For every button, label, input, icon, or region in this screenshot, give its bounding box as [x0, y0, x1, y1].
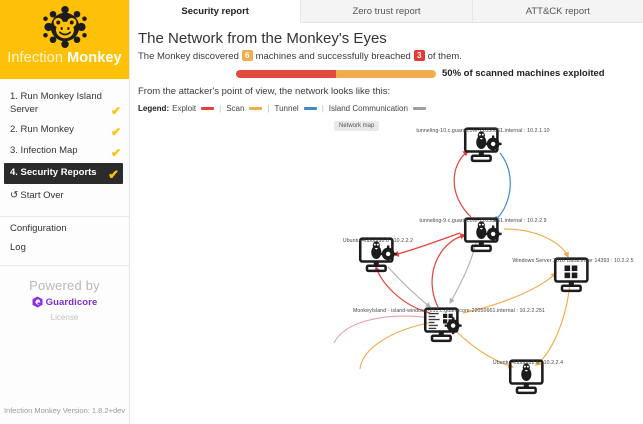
brand-title-light: Infection [7, 50, 63, 66]
sidebar-item-run-island-server[interactable]: 1. Run Monkey Island Server ✔ [0, 87, 129, 120]
sidebar-nav: 1. Run Monkey Island Server ✔ 2. Run Mon… [0, 79, 129, 210]
legend-swatch-scan [249, 107, 263, 110]
node-label: Ubuntu-4ubuntu2.6 : 10.2.2.4 [492, 360, 564, 366]
guardicore-name: Guardicore [45, 296, 98, 308]
edge-exploit [431, 233, 467, 308]
node-label: Ubuntu-4ubuntu0.8 : 10.2.2.2 [342, 238, 414, 244]
edge-tunnel [493, 152, 511, 222]
version-text: Infection Monkey Version: 1.8.2+dev [3, 406, 126, 415]
sidebar-item-label: 2. Run Monkey [10, 124, 74, 135]
brand-title-bold: Monkey [67, 50, 122, 66]
legend-divider: | [321, 104, 324, 113]
powered-by-section: Powered by Guardicore License [0, 265, 129, 322]
legend-label-tunnel: Tunnel [274, 104, 299, 113]
attacker-view-text: From the attacker's point of view, the n… [138, 86, 391, 97]
version-label: Infection Monkey Version: 1.8.2+dev [0, 406, 129, 416]
progress-fill [236, 69, 336, 78]
main-panel: Security report Zero trust report ATT&CK… [130, 0, 643, 424]
tab-attck-report[interactable]: ATT&CK report [472, 0, 643, 22]
brand-title: Infection Monkey [0, 50, 129, 66]
divider [0, 216, 129, 217]
node-label: tunneling-10.c.guardicore-22050661.inter… [416, 128, 550, 134]
node-label: MonkeyIsland - island-windows-251.c.guar… [353, 308, 545, 314]
tab-zero-trust-report[interactable]: Zero trust report [301, 0, 473, 22]
monkey-logo-icon [42, 6, 87, 48]
legend-label-island-communication: Island Communication [328, 104, 408, 113]
powered-by-label: Powered by [29, 278, 100, 293]
network-map[interactable]: Network map [138, 117, 643, 417]
legend-title: Legend: [138, 104, 170, 113]
windows-host-icon [553, 257, 589, 293]
sidebar-item-security-reports[interactable]: 4. Security Reports ✔ [4, 163, 123, 184]
sidebar-item-label: 1. Run Monkey Island Server [10, 91, 102, 115]
exploited-progress: 50% of scanned machines exploited [138, 68, 643, 79]
legend-swatch-tunnel [303, 107, 317, 110]
legend-divider: | [267, 104, 270, 113]
tab-security-report[interactable]: Security report [130, 0, 302, 23]
sidebar-item-run-monkey[interactable]: 2. Run Monkey ✔ [0, 120, 129, 141]
summary-text: The Monkey discovered 6 machines and suc… [138, 50, 643, 62]
sidebar-item-label: 4. Security Reports [10, 167, 97, 178]
network-map-tooltip: Network map [334, 121, 380, 131]
check-icon: ✔ [110, 104, 121, 118]
report-content: The Network from the Monkey's Eyes The M… [130, 23, 643, 417]
node-label: tunneling-9.c.guardicore-22050661.intern… [419, 218, 547, 224]
legend-swatch-island-communication [412, 107, 426, 110]
linux-host-icon [463, 217, 502, 253]
sidebar-item-infection-map[interactable]: 3. Infection Map ✔ [0, 141, 129, 162]
linux-host-icon [463, 127, 502, 163]
legend-divider: | [219, 104, 222, 113]
breached-count-badge: 3 [413, 50, 425, 61]
legend-label-scan: Scan [226, 104, 245, 113]
edge-exploit [453, 150, 472, 218]
linux-host-icon [358, 237, 397, 273]
edge-exploit-faded [333, 315, 425, 344]
undo-icon: ↺ [10, 190, 19, 201]
network-legend: Legend: Exploit | Scan | Tunnel | Island… [138, 104, 643, 113]
summary-mid: machines and successfully breached [255, 51, 411, 62]
sidebar: Infection Monkey 1. Run Monkey Island Se… [0, 0, 130, 424]
node-label: Windows Server 2016 Datacenter 14393 : 1… [512, 258, 634, 264]
sidebar-item-configuration[interactable]: Configuration [10, 223, 67, 234]
linux-host-icon [508, 359, 544, 395]
license-link[interactable]: License [50, 313, 79, 322]
edge-island-communication [387, 266, 431, 308]
progress-track [236, 69, 436, 78]
edge-exploit [392, 232, 461, 257]
legend-swatch-exploit [201, 107, 215, 110]
report-tabs: Security report Zero trust report ATT&CK… [130, 0, 643, 23]
monkey-island-host-icon [423, 307, 462, 343]
progress-label: 50% of scanned machines exploited [442, 68, 605, 79]
brand-header: Infection Monkey [0, 0, 129, 79]
start-over-button[interactable]: ↺Start Over [0, 185, 129, 206]
edge-scan [359, 322, 429, 370]
guardicore-row: Guardicore [0, 296, 129, 308]
discovered-count-badge: 6 [241, 50, 253, 61]
check-icon: ✔ [110, 146, 121, 160]
edge-scan [462, 272, 557, 314]
legend-label-exploit: Exploit [172, 104, 197, 113]
guardicore-logo-icon [32, 296, 43, 308]
check-icon: ✔ [110, 125, 121, 139]
summary-post: of them. [427, 51, 462, 62]
sidebar-item-label: 3. Infection Map [10, 145, 78, 156]
check-icon: ✔ [108, 167, 119, 182]
page-title: The Network from the Monkey's Eyes [138, 30, 387, 47]
summary-pre: The Monkey discovered [138, 51, 239, 62]
edge-scan [503, 228, 569, 259]
start-over-label: Start Over [20, 190, 64, 201]
sidebar-item-log[interactable]: Log [10, 242, 26, 253]
